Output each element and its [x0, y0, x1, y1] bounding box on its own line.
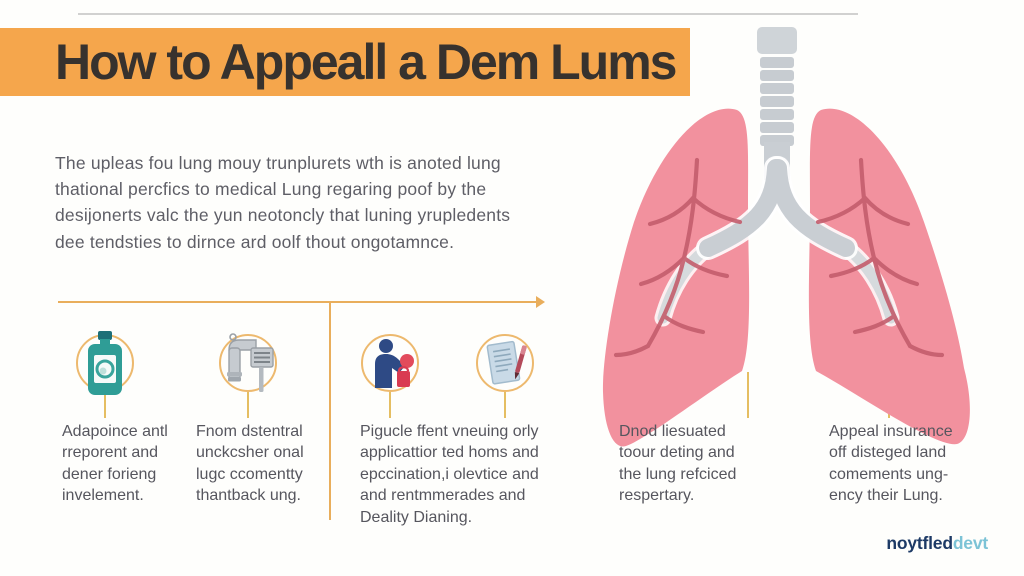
- flow-vertical-divider: [329, 302, 331, 520]
- trachea-top: [757, 27, 797, 54]
- medicine-bottle-icon: [88, 331, 122, 395]
- connector-stub: [389, 392, 391, 418]
- brand-logo: noytfleddevt: [886, 533, 988, 554]
- step-icon-circle: [219, 333, 277, 392]
- person-holding-lung-icon: [375, 339, 414, 388]
- step-caption: Appeal insurance off disteged land comem…: [829, 423, 953, 505]
- intro-paragraph: The upleas fou lung mouy trunplurets wth…: [55, 153, 511, 252]
- right-lung: [808, 108, 970, 445]
- connector-stub: [104, 392, 106, 418]
- step-caption: Pigucle ffent vneuing orly applicattior …: [360, 423, 539, 526]
- step-caption: Adapoince antl rreporent and dener forie…: [62, 423, 168, 505]
- document-pen-icon: [486, 340, 527, 385]
- step-icon-circle: [476, 334, 534, 392]
- connector-stub: [504, 392, 506, 418]
- connector-stub: [247, 392, 249, 418]
- page-title: How to Appeall a Dem Lums: [55, 34, 677, 90]
- left-bronchus: [699, 159, 785, 257]
- flow-horizontal-line: [58, 301, 538, 303]
- right-lung-branches: [815, 157, 945, 358]
- flow-arrowhead-icon: [536, 296, 545, 308]
- step-caption: Fnom dstentral unckcsher onal lugc ccome…: [196, 423, 304, 505]
- breathing-device-icon: [227, 333, 274, 392]
- left-lung: [602, 108, 750, 447]
- step-icon-circle: [361, 334, 419, 392]
- title-banner: How to Appeall a Dem Lums: [0, 28, 690, 96]
- left-lung-branches: [613, 157, 743, 358]
- right-bronchus: [769, 159, 855, 257]
- step-caption: Dnod liesuated toour deting and the lung…: [619, 423, 737, 505]
- brand-logo-secondary: devt: [952, 533, 988, 553]
- trachea-rings: [760, 57, 794, 146]
- step-icon-circle: [76, 331, 134, 395]
- top-divider-line: [78, 13, 858, 15]
- brand-logo-primary: noytfled: [886, 533, 953, 553]
